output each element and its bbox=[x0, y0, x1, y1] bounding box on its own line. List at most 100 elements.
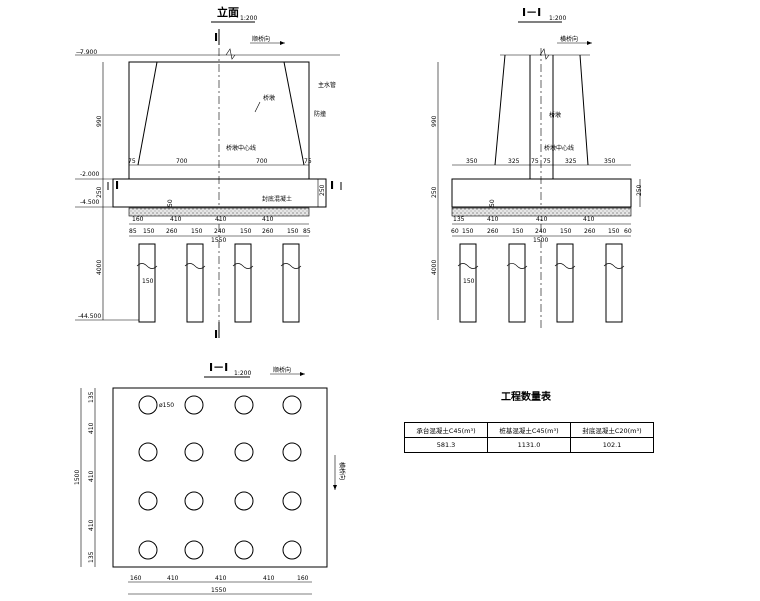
plan-left-dim-3: 410 bbox=[88, 470, 95, 482]
seal-concrete bbox=[128, 207, 310, 217]
section-direction-label: 横桥向 bbox=[560, 35, 578, 43]
plan-bottom-dim-1: 160 bbox=[130, 575, 142, 582]
section-dim-325a: 325 bbox=[508, 158, 520, 165]
quantity-header-seal: 封底混凝土C20(m³) bbox=[570, 422, 654, 438]
plan-bottom-dim-2: 410 bbox=[167, 575, 179, 582]
section-pile-3 bbox=[556, 243, 574, 323]
plan-direction-top-arrowhead bbox=[300, 372, 305, 376]
label-wall: 防撞 bbox=[314, 110, 326, 118]
quantity-header-cap: 承台混凝土C45(m³) bbox=[404, 422, 488, 438]
section-label-centerline: 桥墩中心线 bbox=[544, 144, 574, 152]
plan-direction-right: 横桥向 bbox=[338, 462, 346, 480]
section-break-symbol bbox=[539, 48, 550, 60]
dim-410b: 410 bbox=[215, 216, 227, 223]
quantity-header-pile: 桩基混凝土C45(m³) bbox=[487, 422, 571, 438]
pile-break-marks bbox=[136, 263, 302, 269]
plan-left-total: 1500 bbox=[74, 470, 81, 485]
label-pier: 桥墩 bbox=[263, 94, 275, 102]
dim-150a: 150 bbox=[143, 228, 155, 235]
elevation-view: 立面 1:200 I 顺桥向 7.900 — 桥墩 主水管 防撞 桥墩中心线 7… bbox=[75, 5, 342, 341]
dim-4000: 4000 bbox=[96, 260, 103, 275]
section-dim-325b: 325 bbox=[565, 158, 577, 165]
plan-pile-r2c3 bbox=[234, 442, 254, 462]
plan-piles bbox=[138, 395, 302, 560]
dim-250: 250 bbox=[319, 184, 326, 196]
elev-cap-bottom: -4.500 bbox=[80, 199, 100, 206]
section-dim-pile-dia: 150 bbox=[463, 278, 475, 285]
plan-outline bbox=[112, 387, 328, 568]
direction-label: 顺桥向 bbox=[252, 35, 270, 43]
dim-85b: 85 bbox=[303, 228, 311, 235]
plan-left-dim-2: 410 bbox=[88, 422, 95, 434]
plan-bottom-dim-5: 160 bbox=[297, 575, 309, 582]
dim-410c: 410 bbox=[262, 216, 274, 223]
plan-scale: 1:200 bbox=[234, 370, 251, 377]
dim-260b: 260 bbox=[262, 228, 274, 235]
label-centerline: 桥墩中心线 bbox=[226, 144, 256, 152]
elevation-title: 立面 bbox=[217, 5, 239, 19]
pile-3 bbox=[234, 243, 252, 323]
section-scale: 1:200 bbox=[549, 15, 566, 22]
plan-view: I－I 1:200 顺桥向 ø150 横桥向 bbox=[74, 361, 346, 595]
plan-left-dim-5: 135 bbox=[88, 551, 95, 563]
elev-mid: -2.000 bbox=[80, 171, 100, 178]
section-dim-240: 240 bbox=[535, 228, 547, 235]
dim-150d: 150 bbox=[287, 228, 299, 235]
plan-left-dim-1: 135 bbox=[88, 391, 95, 403]
section-dim-250-left: 250 bbox=[431, 186, 438, 198]
dim-150c: 150 bbox=[240, 228, 252, 235]
label-pipe: 主水管 bbox=[318, 81, 336, 89]
plan-bottom-total: 1550 bbox=[211, 587, 226, 594]
elev-top: 7.900 bbox=[80, 49, 97, 56]
pile-cap bbox=[112, 178, 327, 208]
plan-pile-r4c2 bbox=[184, 540, 204, 560]
plan-pile-r3c1 bbox=[138, 491, 158, 511]
dim-700b: 700 bbox=[256, 158, 268, 165]
section-dim-135: 135 bbox=[453, 216, 465, 223]
plan-left-dim-4: 410 bbox=[88, 519, 95, 531]
quantity-value-pile: 1131.0 bbox=[487, 437, 571, 453]
section-direction-arrow-head bbox=[587, 41, 592, 45]
section-pier-left bbox=[494, 54, 506, 166]
section-pile-break-marks bbox=[457, 263, 625, 269]
dim-260a: 260 bbox=[166, 228, 178, 235]
pier-taper-left bbox=[137, 61, 158, 166]
section-dim-150b: 150 bbox=[512, 228, 524, 235]
section-dim-75a: 75 bbox=[531, 158, 539, 165]
section-dim-60a: 60 bbox=[451, 228, 459, 235]
section-dim-260b: 260 bbox=[584, 228, 596, 235]
plan-pile-r2c1 bbox=[138, 442, 158, 462]
dim-150b: 150 bbox=[191, 228, 203, 235]
plan-pile-r4c1 bbox=[138, 540, 158, 560]
plan-pile-dia: ø150 bbox=[159, 402, 174, 409]
section-pier-right bbox=[579, 54, 589, 166]
plan-pile-r2c2 bbox=[184, 442, 204, 462]
dim-700a: 700 bbox=[176, 158, 188, 165]
quantity-table-value-row: 581.3 1131.0 102.1 bbox=[404, 437, 654, 453]
plan-pile-r1c1 bbox=[138, 395, 158, 415]
section-mark-top: I bbox=[214, 31, 218, 44]
quantity-value-seal: 102.1 bbox=[570, 437, 654, 453]
dim-85a: 85 bbox=[129, 228, 137, 235]
section-dim-75b: 75 bbox=[543, 158, 551, 165]
plan-pile-r4c3 bbox=[234, 540, 254, 560]
dim-990: 990 bbox=[96, 115, 103, 127]
plan-pile-r1c3 bbox=[234, 395, 254, 415]
quantity-table: 承台混凝土C45(m³) 桩基混凝土C45(m³) 封底混凝土C20(m³) 5… bbox=[404, 422, 654, 453]
plan-pile-r3c4 bbox=[282, 491, 302, 511]
plan-direction-right-arrowhead bbox=[333, 485, 337, 490]
plan-pile-r4c4 bbox=[282, 540, 302, 560]
section-mark-bottom: I bbox=[214, 328, 218, 341]
plan-pile-r3c2 bbox=[184, 491, 204, 511]
label-seal: 封底混凝土 bbox=[262, 195, 292, 203]
section-dim-350a: 350 bbox=[466, 158, 478, 165]
dim-pile-dia: 150 bbox=[142, 278, 154, 285]
quantity-table-header-row: 承台混凝土C45(m³) 桩基混凝土C45(m³) 封底混凝土C20(m³) bbox=[404, 422, 654, 438]
section-dim-150a: 150 bbox=[462, 228, 474, 235]
plan-pile-r2c4 bbox=[282, 442, 302, 462]
plan-bottom-dim-3: 410 bbox=[215, 575, 227, 582]
section-seal-concrete bbox=[451, 207, 632, 217]
direction-arrow-head bbox=[280, 41, 285, 45]
section-dim-4000: 4000 bbox=[431, 260, 438, 275]
